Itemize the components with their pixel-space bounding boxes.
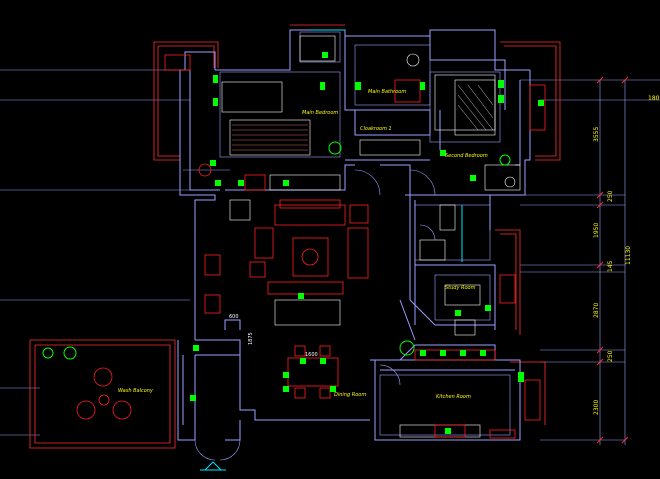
door-swings bbox=[194, 169, 436, 461]
dimension-3555: 3555 bbox=[593, 127, 600, 142]
room-partitions bbox=[183, 31, 511, 436]
green-markers bbox=[190, 52, 544, 434]
cyan-accents bbox=[200, 29, 463, 471]
second-bed-hatch bbox=[457, 84, 494, 131]
dimension-1875: 1875 bbox=[248, 332, 254, 345]
label-kitchen: Kitchen Room bbox=[436, 394, 471, 400]
dimension-250-b: 250 bbox=[607, 350, 614, 362]
label-study-room: Study Room bbox=[445, 285, 476, 291]
fixture-outlines bbox=[221, 35, 521, 438]
dimension-600: 600 bbox=[229, 314, 239, 320]
dimension-11130: 11130 bbox=[625, 246, 632, 265]
dimension-1600: 1600 bbox=[305, 352, 318, 358]
label-second-bedroom: Second Bedroom bbox=[445, 153, 488, 159]
master-bed-hatch bbox=[232, 124, 308, 151]
green-plants bbox=[42, 141, 511, 360]
right-dimension-ticks bbox=[596, 76, 629, 444]
label-dining: Dining Room bbox=[334, 392, 366, 398]
dimension-145: 145 bbox=[607, 260, 614, 272]
label-balcony: Wash Balcony bbox=[118, 388, 154, 394]
label-cloakroom: Cloakroom 1 bbox=[360, 126, 392, 132]
red-furniture bbox=[76, 54, 546, 439]
right-dimension-chain bbox=[520, 79, 660, 445]
dimension-right-top: 180 bbox=[648, 95, 660, 102]
dimension-250-a: 250 bbox=[607, 190, 614, 202]
dimension-2300: 2300 bbox=[593, 400, 600, 415]
label-master-bathroom: Main Bathroom bbox=[368, 89, 406, 95]
label-master-bedroom: Main Bedroom bbox=[302, 110, 338, 116]
interior-walls bbox=[177, 29, 531, 441]
dimension-1950: 1950 bbox=[593, 223, 600, 238]
outer-boundary bbox=[29, 24, 561, 449]
dimension-2870: 2870 bbox=[593, 303, 600, 318]
